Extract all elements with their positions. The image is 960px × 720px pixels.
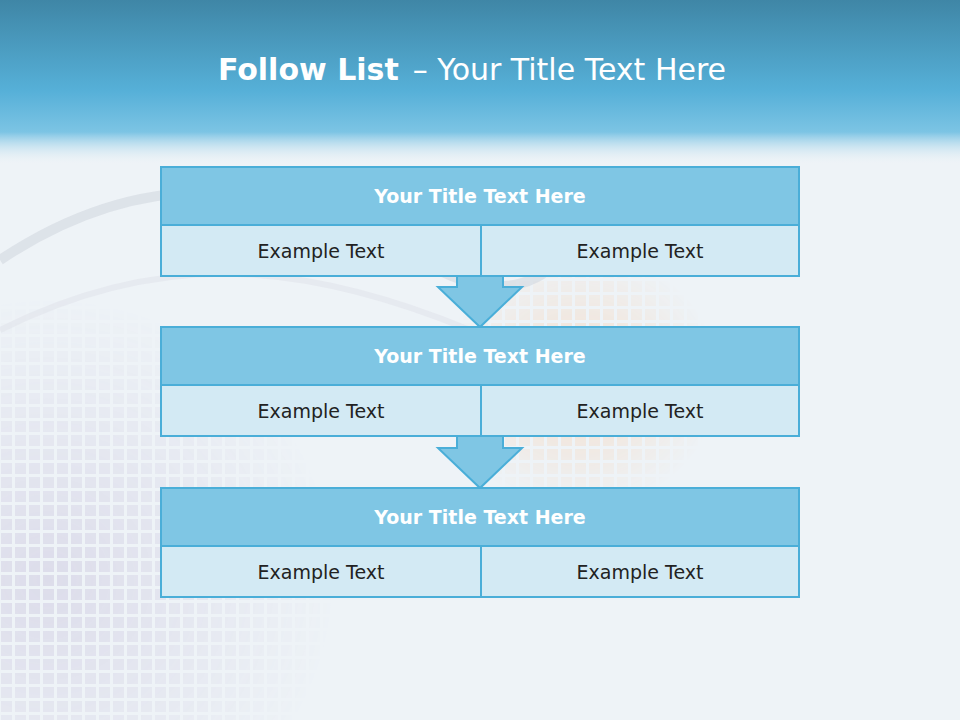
slide-title: Follow List [218, 52, 399, 87]
list-cell: Example Text [480, 547, 798, 596]
header-text: Your Title Text Here [374, 345, 585, 367]
list-cell: Example Text [162, 226, 480, 275]
list-group-box: Your Title Text HereExample Text Example … [160, 326, 800, 437]
cell-text: Example Text [577, 400, 704, 422]
list-cell: Example Text [162, 386, 480, 435]
title-row: Follow List – Your Title Text Here [0, 52, 944, 87]
list-cell: Example Text [480, 226, 798, 275]
header-text: Your Title Text Here [374, 506, 585, 528]
header-text: Your Title Text Here [374, 185, 585, 207]
flow-arrow [438, 436, 522, 488]
cell-text: Example Text [577, 240, 704, 262]
flow-arrow [438, 276, 522, 327]
header-band: Your Title Text Here [162, 328, 798, 386]
cell-text: Example Text [577, 561, 704, 583]
list-group-box: Your Title Text HereExample Text Example … [160, 166, 800, 277]
title-subtext: – Your Title Text Here [413, 52, 726, 87]
list-group-box: Your Title Text HereExample Text Example … [160, 487, 800, 598]
swoosh [0, 274, 470, 330]
title-band [0, 0, 960, 165]
cell-text: Example Text [258, 561, 385, 583]
cell-text: Example Text [258, 400, 385, 422]
list-cell: Example Text [162, 547, 480, 596]
cell-text: Example Text [258, 240, 385, 262]
header-band: Your Title Text Here [162, 168, 798, 226]
header-band: Your Title Text Here [162, 489, 798, 547]
list-cell: Example Text [480, 386, 798, 435]
square-texture [0, 250, 480, 720]
